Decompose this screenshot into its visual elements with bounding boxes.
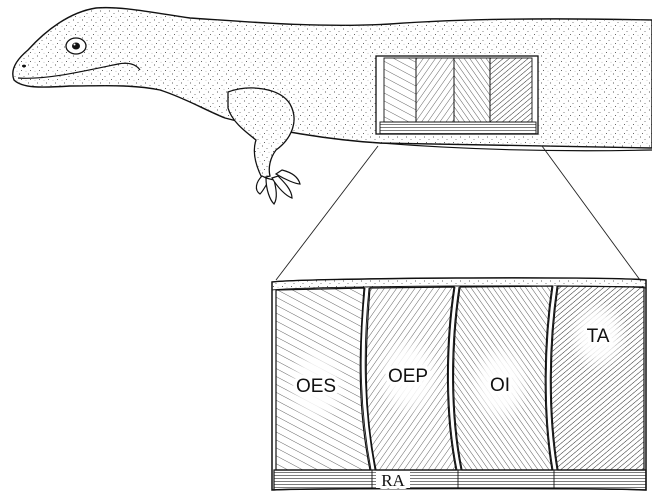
eye-icon [66, 38, 86, 54]
label-ta: TA [587, 326, 610, 347]
zoom-lines [276, 146, 640, 280]
label-oi: OI [490, 375, 510, 396]
enlarged-body-wall-panel: OES OEP OI TA RA [272, 278, 646, 490]
muscle-ra [274, 470, 646, 490]
label-oes: OES [296, 376, 336, 397]
label-ra: RA [381, 471, 405, 490]
body-wall-window [376, 56, 538, 134]
salamander-illustration [13, 8, 652, 204]
label-oep: OEP [388, 366, 428, 387]
